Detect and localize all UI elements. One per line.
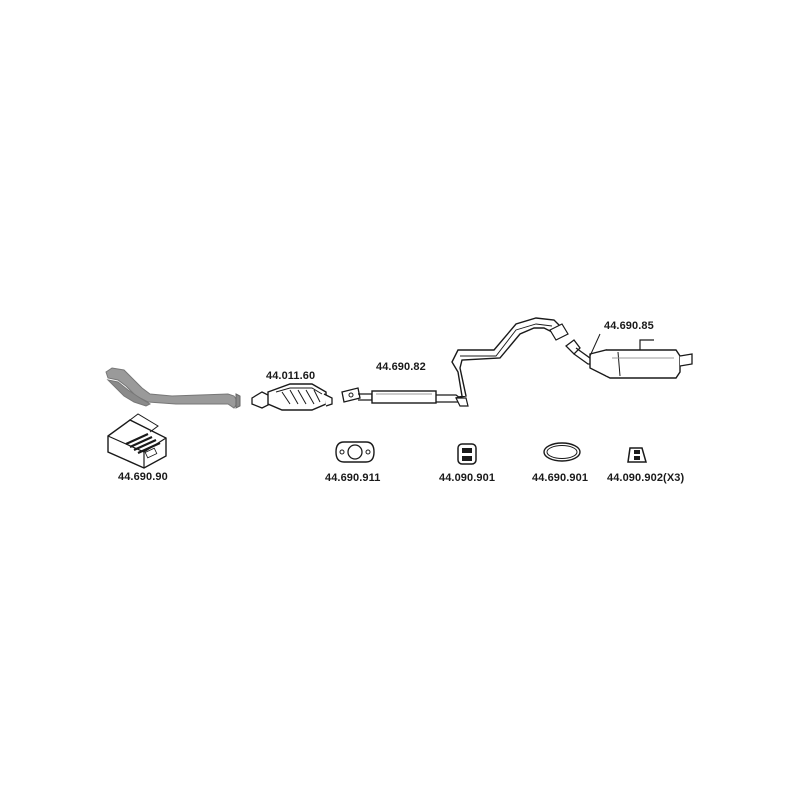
leader-line (589, 333, 601, 357)
fitting-kit-label: 44.690.90 (118, 471, 168, 483)
middle-silencer-part[interactable] (341, 317, 569, 407)
sealing-ring-part[interactable] (543, 442, 581, 462)
downpipe-part[interactable] (105, 367, 241, 409)
sealing-ring-label: 44.690.901 (532, 472, 589, 484)
middle-silencer-label: 44.690.82 (376, 361, 426, 373)
catalytic-converter-part[interactable] (251, 383, 333, 411)
rubber-mount-b-part[interactable] (627, 447, 647, 463)
rear-silencer-label: 44.690.85 (604, 320, 654, 332)
flange-gasket-label: 44.690.911 (325, 472, 381, 484)
flange-gasket-part[interactable] (335, 441, 375, 463)
rubber-mount-a-label: 44.090.901 (439, 472, 496, 484)
rubber-mount-a-part[interactable] (457, 443, 477, 465)
rear-silencer-part[interactable] (565, 339, 693, 379)
rubber-mount-b-label: 44.090.902(X3) (607, 472, 685, 484)
fitting-kit-box[interactable] (107, 413, 167, 469)
catalytic-converter-label: 44.011.60 (266, 370, 316, 382)
